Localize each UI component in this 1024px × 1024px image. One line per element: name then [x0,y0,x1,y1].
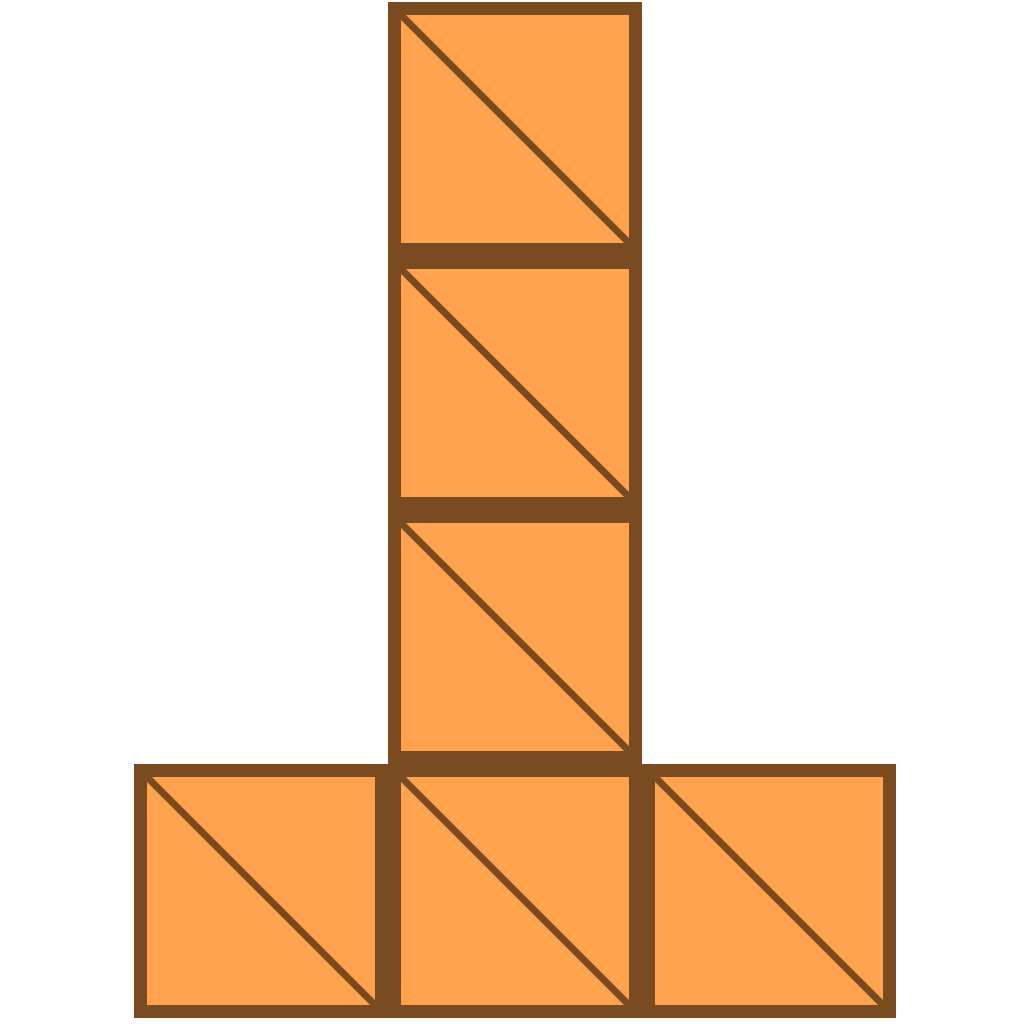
tile-diagonal [391,259,639,507]
tile-diagonal [391,513,639,761]
tile-diagonal [391,5,639,253]
tile-diagonal [391,767,639,1015]
tile-r2-c2 [388,256,642,510]
tile-diagonal [137,767,385,1015]
tile-diagonal [645,767,893,1015]
tile-r4-c3 [642,764,896,1018]
tile-r4-c2 [388,764,642,1018]
tile-r3-c2 [388,510,642,764]
tiles-group [134,2,896,1018]
tile-r1-c2 [388,2,642,256]
tile-r4-c1 [134,764,388,1018]
